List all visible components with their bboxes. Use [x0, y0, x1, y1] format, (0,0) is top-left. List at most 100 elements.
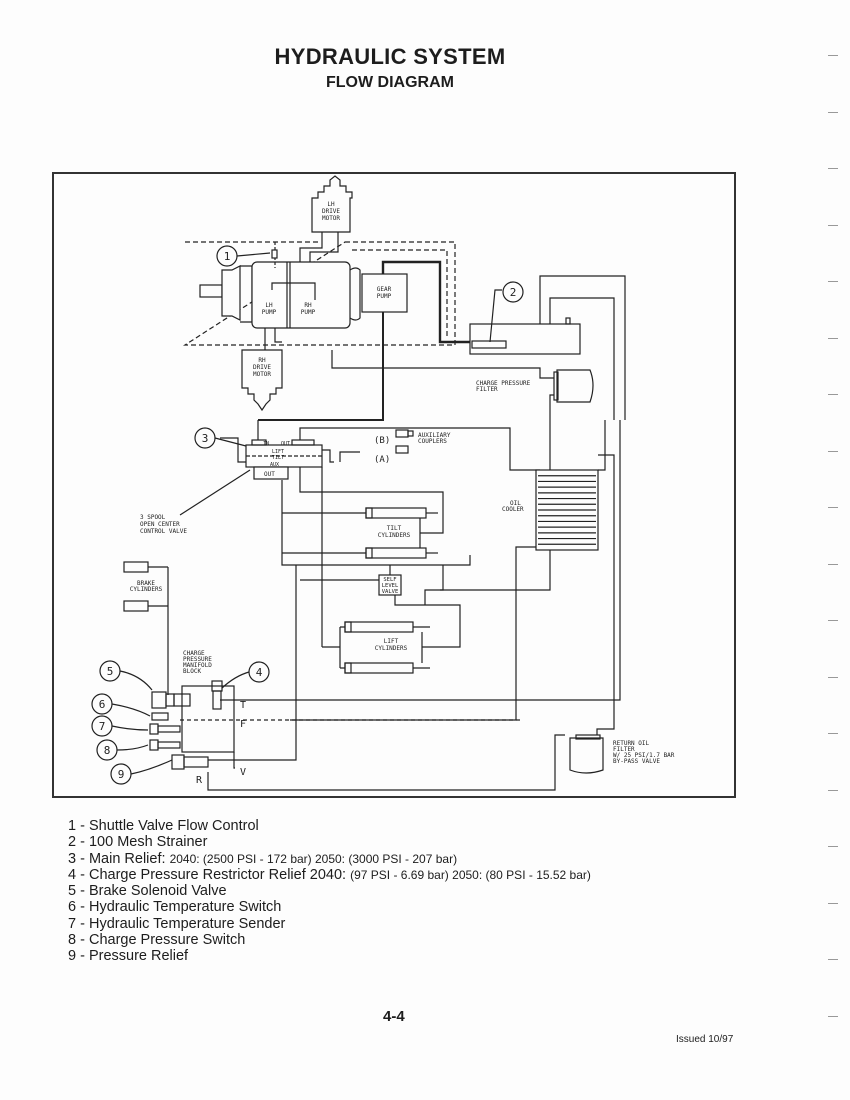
edge-mark — [828, 789, 838, 791]
svg-text:AUX: AUX — [270, 462, 279, 468]
edge-mark — [828, 507, 838, 508]
svg-text:PUMP: PUMP — [301, 309, 316, 316]
svg-text:PUMP: PUMP — [262, 309, 277, 316]
svg-text:6: 6 — [99, 698, 106, 711]
edge-mark — [828, 224, 838, 226]
svg-text:BRAKE: BRAKE — [137, 580, 155, 587]
legend-item: 2 - 100 Mesh Strainer — [68, 834, 208, 851]
svg-text:IN: IN — [263, 441, 269, 447]
svg-text:LIFT: LIFT — [272, 449, 284, 455]
edge-mark — [828, 168, 838, 169]
charge-pressure-manifold-block: CHARGE PRESSURE MANIFOLD BLOCK T F V R — [149, 420, 621, 791]
edge-mark — [828, 281, 838, 282]
callout-1: 1 — [216, 242, 278, 268]
svg-text:V: V — [240, 767, 246, 778]
svg-text:OIL: OIL — [510, 500, 521, 507]
svg-text:BY-PASS VALVE: BY-PASS VALVE — [613, 758, 660, 765]
self-level-valve: SELF LEVEL VALVE — [378, 565, 461, 648]
svg-text:3: 3 — [202, 432, 209, 445]
svg-text:9: 9 — [118, 768, 125, 781]
legend-item: 3 - Main Relief: 2040: (2500 PSI - 172 b… — [68, 850, 458, 867]
svg-text:CONTROL VALVE: CONTROL VALVE — [140, 528, 187, 535]
svg-text:TILT: TILT — [387, 525, 402, 532]
tilt-cylinders: TILT CYLINDERS — [281, 467, 471, 581]
callout-9: 9 — [110, 759, 173, 785]
svg-text:FILTER: FILTER — [613, 746, 635, 753]
svg-text:3 SPOOL: 3 SPOOL — [140, 514, 166, 521]
svg-text:CYLINDERS: CYLINDERS — [378, 532, 411, 539]
svg-text:DRIVE: DRIVE — [253, 364, 271, 371]
edge-mark — [828, 563, 838, 565]
gear-pump-suction-line — [381, 260, 475, 344]
svg-text:CHARGE: CHARGE — [183, 650, 205, 657]
diagram-frame — [52, 172, 736, 798]
svg-text:(A): (A) — [374, 455, 390, 465]
svg-text:SELF: SELF — [383, 577, 396, 583]
svg-text:(B): (B) — [374, 436, 390, 446]
control-valve: IN OUT LIFT TILT AUX OUT — [245, 439, 323, 480]
svg-text:F: F — [240, 719, 246, 730]
edge-mark — [828, 450, 838, 452]
edge-mark — [828, 902, 838, 904]
legend-item: 4 - Charge Pressure Restrictor Relief 20… — [68, 866, 591, 883]
control-valve-leader — [179, 469, 251, 516]
svg-text:FILTER: FILTER — [476, 386, 498, 393]
aux-lines — [220, 437, 360, 463]
edge-mark — [828, 394, 838, 395]
edge-mark — [828, 1015, 838, 1017]
auxiliary-couplers: (B) (A) AUXILIARY COUPLERS — [374, 429, 451, 465]
oil-cooler: OIL COOLER — [290, 420, 606, 721]
svg-text:OUT: OUT — [264, 471, 275, 478]
svg-text:OPEN CENTER: OPEN CENTER — [140, 521, 180, 528]
svg-text:GEAR: GEAR — [377, 286, 392, 293]
svg-text:TILT: TILT — [272, 455, 284, 461]
legend-item: 8 - Charge Pressure Switch — [68, 932, 246, 949]
lh-motor-lines — [299, 232, 339, 262]
svg-text:COOLER: COOLER — [502, 506, 524, 513]
svg-text:PRESSURE: PRESSURE — [183, 656, 212, 663]
svg-text:RETURN OIL: RETURN OIL — [613, 740, 650, 747]
svg-text:CYLINDERS: CYLINDERS — [130, 586, 163, 593]
svg-text:LIFT: LIFT — [384, 638, 399, 645]
control-valve-label: 3 SPOOL OPEN CENTER CONTROL VALVE — [140, 514, 187, 535]
svg-text:CHARGE PRESSURE: CHARGE PRESSURE — [476, 380, 531, 387]
callout-7: 7 — [91, 715, 149, 737]
edge-mark — [828, 337, 838, 339]
legend-item: 5 - Brake Solenoid Valve — [68, 883, 227, 900]
svg-text:PUMP: PUMP — [377, 293, 392, 300]
lh-pump-label: LH — [265, 302, 273, 309]
edge-mark — [828, 55, 838, 56]
callout-2: 2 — [489, 281, 524, 343]
gear-pump: GEAR PUMP — [361, 273, 408, 313]
svg-text:VALVE: VALVE — [382, 589, 399, 595]
callout-3: 3 — [194, 427, 247, 449]
svg-text:W/ 25 PSI/1.7 BAR: W/ 25 PSI/1.7 BAR — [613, 752, 675, 759]
svg-text:CYLINDERS: CYLINDERS — [375, 645, 408, 652]
svg-text:RH: RH — [258, 357, 266, 364]
callout-5: 5 — [99, 660, 153, 691]
svg-text:4: 4 — [256, 666, 263, 679]
brake-cylinders: BRAKE CYLINDERS — [123, 561, 169, 695]
svg-text:AUXILIARY: AUXILIARY — [418, 432, 451, 439]
hydraulic-reservoir — [469, 275, 626, 420]
callout-6: 6 — [91, 693, 151, 717]
callout-8: 8 — [96, 739, 149, 761]
edge-mark — [828, 620, 838, 621]
edge-mark — [828, 959, 838, 960]
page-number: 4-4 — [383, 1008, 405, 1025]
charge-pressure-filter: CHARGE PRESSURE FILTER — [331, 350, 594, 403]
legend-item: 1 - Shuttle Valve Flow Control — [68, 818, 259, 834]
page-subtitle: FLOW DIAGRAM — [326, 74, 454, 91]
tandem-pump: LH PUMP RH PUMP — [199, 261, 361, 329]
svg-text:MANIFOLD: MANIFOLD — [183, 662, 212, 669]
svg-text:7: 7 — [99, 720, 106, 733]
svg-text:5: 5 — [107, 665, 114, 678]
lh-drive-motor-label: LH — [327, 201, 335, 208]
svg-text:MOTOR: MOTOR — [322, 215, 340, 222]
rh-drive-motor: RH DRIVE MOTOR — [241, 349, 283, 412]
svg-text:8: 8 — [104, 744, 111, 757]
edge-mark — [828, 676, 838, 678]
valve-lines-top — [257, 420, 540, 471]
issued-date: Issued 10/97 — [676, 1034, 734, 1045]
